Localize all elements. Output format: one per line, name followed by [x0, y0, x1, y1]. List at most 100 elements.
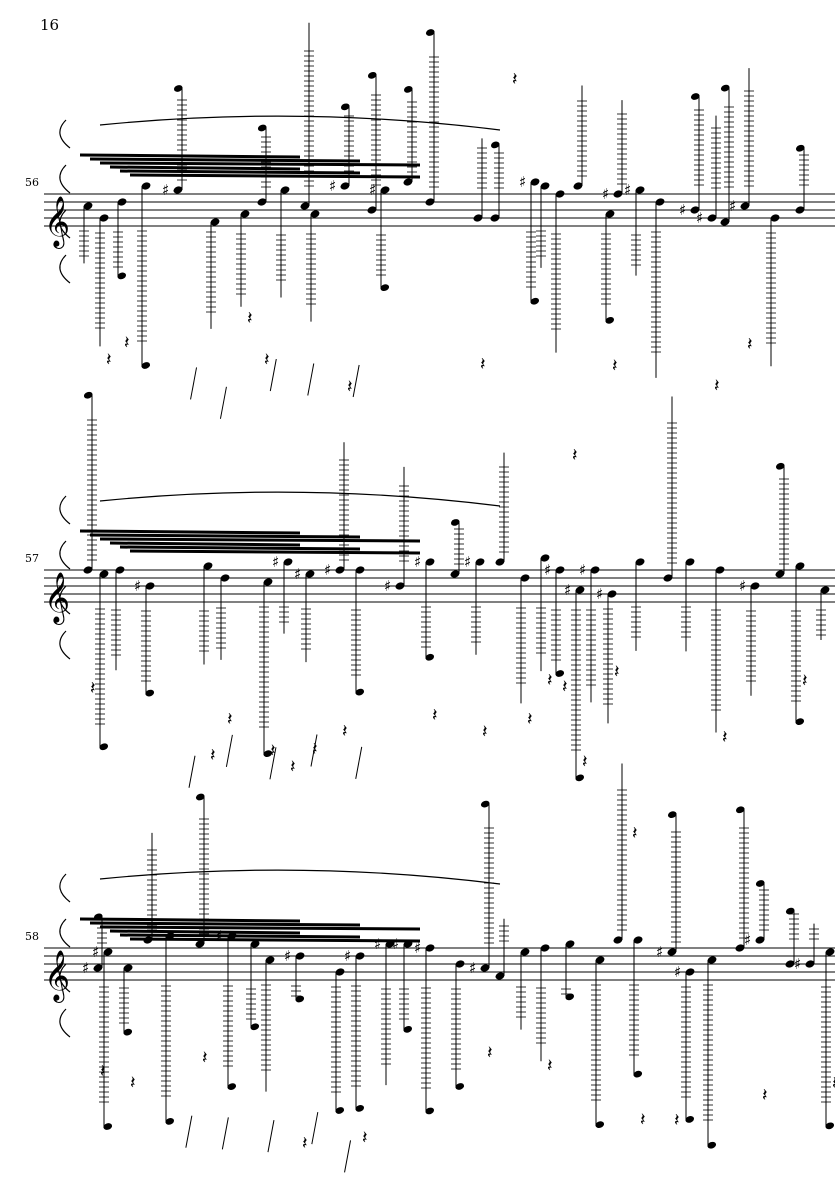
tremolo-stroke: [185, 1115, 193, 1148]
notehead: [775, 570, 785, 578]
measure-number-56: 56: [25, 176, 39, 189]
notehead: [103, 948, 113, 956]
tremolo-stroke: [188, 755, 196, 788]
sharp-icon: ♯: [579, 561, 586, 579]
sharp-icon: ♯: [464, 553, 471, 571]
notehead: [123, 964, 133, 972]
beam: [109, 929, 301, 935]
notehead: [263, 750, 273, 758]
notehead: [141, 362, 151, 369]
notehead: [165, 1118, 175, 1125]
notehead: [685, 1116, 695, 1123]
system-58: 𝄞♯𝄽♯𝄽𝄽♯♯𝄽♯𝄽♯♯♯♯𝄽𝄽𝄽♯𝄽♯♯𝄽♯𝄽𝄽: [44, 763, 835, 1173]
sharp-icon: ♯: [794, 955, 801, 973]
beam: [89, 533, 361, 539]
quarter-rest-icon: 𝄽: [714, 375, 720, 396]
notehead: [795, 562, 805, 570]
notehead: [740, 202, 750, 210]
notehead: [450, 519, 460, 526]
notehead: [425, 558, 435, 566]
slur-mark: [59, 963, 71, 993]
sharp-icon: ♯: [92, 943, 99, 961]
notehead: [825, 1122, 835, 1130]
tie-mark: [99, 115, 501, 131]
quarter-rest-icon: 𝄽: [432, 705, 438, 726]
notehead: [520, 948, 530, 956]
quarter-rest-icon: 𝄽: [247, 308, 253, 329]
notehead: [575, 586, 585, 594]
notehead: [775, 462, 785, 470]
notehead: [520, 574, 530, 582]
quarter-rest-icon: 𝄽: [487, 1042, 493, 1063]
notehead: [540, 182, 550, 190]
tie-mark: [99, 869, 501, 885]
notehead: [755, 880, 765, 887]
notehead: [770, 214, 780, 222]
notehead: [83, 202, 93, 210]
sharp-icon: ♯: [744, 931, 751, 949]
notehead: [141, 182, 151, 190]
notehead: [195, 793, 205, 801]
notehead: [257, 124, 267, 132]
notehead: [99, 214, 109, 222]
quarter-rest-icon: 𝄽: [582, 751, 588, 772]
sharp-icon: ♯: [624, 181, 631, 199]
quarter-rest-icon: 𝄽: [264, 349, 270, 370]
quarter-rest-icon: 𝄽: [362, 1127, 368, 1148]
notehead: [605, 210, 615, 218]
quarter-rest-icon: 𝄽: [202, 1047, 208, 1068]
notehead: [473, 214, 483, 222]
notehead: [335, 566, 345, 574]
beam: [79, 917, 301, 923]
sharp-icon: ♯: [162, 181, 169, 199]
sharp-icon: ♯: [384, 577, 391, 595]
quarter-rest-icon: 𝄽: [130, 1073, 136, 1094]
quarter-rest-icon: 𝄽: [612, 356, 618, 377]
notehead: [735, 806, 745, 814]
notehead: [263, 578, 273, 586]
notehead: [540, 554, 550, 562]
notehead: [425, 198, 435, 206]
notehead: [385, 940, 395, 948]
notehead: [143, 936, 153, 944]
notehead: [633, 1070, 643, 1078]
quarter-rest-icon: 𝄽: [302, 1133, 308, 1154]
tremolo-stroke: [190, 367, 198, 400]
notehead: [707, 214, 717, 222]
notehead: [805, 960, 815, 968]
notehead: [240, 210, 250, 218]
beam: [119, 169, 361, 175]
notehead: [210, 218, 220, 226]
sharp-icon: ♯: [329, 177, 336, 195]
treble-clef-icon: 𝄞: [44, 196, 70, 249]
notehead: [195, 940, 205, 948]
notehead: [480, 964, 490, 972]
notehead: [380, 284, 390, 292]
notehead: [820, 586, 830, 594]
notehead: [250, 940, 260, 948]
quarter-rest-icon: 𝄽: [527, 709, 533, 730]
sharp-icon: ♯: [469, 959, 476, 977]
notehead: [720, 218, 730, 226]
beam: [119, 545, 361, 551]
notehead: [335, 1107, 345, 1114]
notehead: [595, 1121, 605, 1129]
tie-mark: [99, 491, 501, 507]
quarter-rest-icon: 𝄽: [762, 1085, 768, 1106]
page-number: 16: [40, 16, 60, 34]
notehead: [663, 574, 673, 582]
sharp-icon: ♯: [564, 581, 571, 599]
notehead: [735, 944, 745, 952]
tremolo-stroke: [267, 1120, 275, 1153]
quarter-rest-icon: 𝄽: [342, 721, 348, 742]
notehead: [605, 316, 615, 324]
sharp-icon: ♯: [369, 181, 376, 199]
notehead: [667, 811, 677, 819]
notehead: [305, 570, 315, 578]
notehead: [495, 558, 505, 566]
notehead: [395, 582, 405, 590]
quarter-rest-icon: 𝄽: [290, 756, 296, 777]
notehead: [575, 774, 585, 782]
quarter-rest-icon: 𝄽: [270, 740, 276, 761]
